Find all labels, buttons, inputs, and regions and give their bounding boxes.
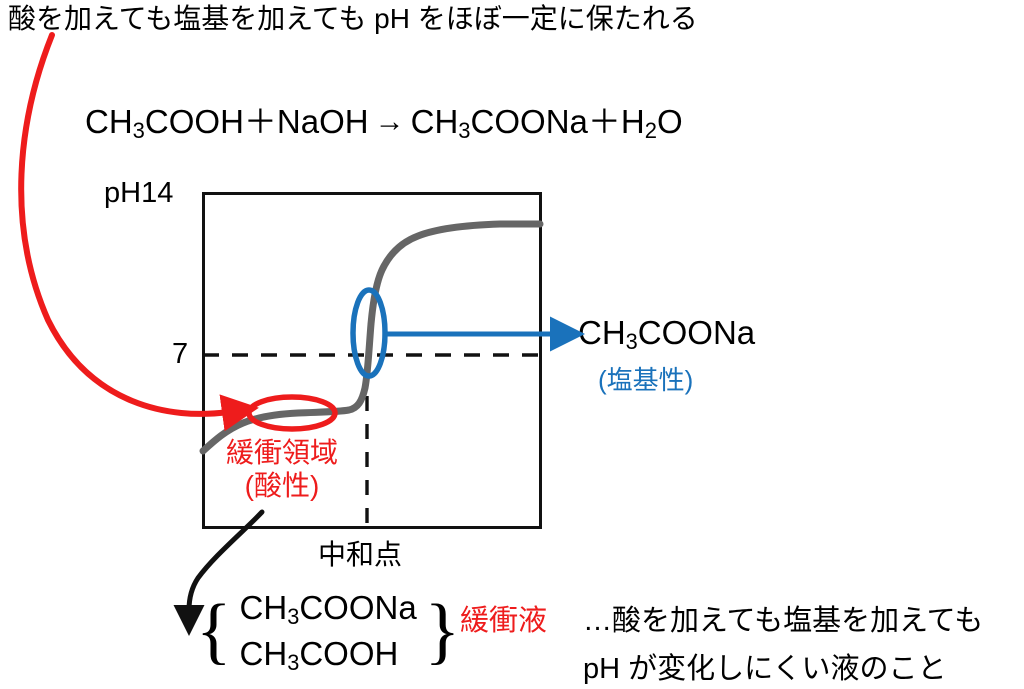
chemical-equation: CH3COOH＋NaOH→CH3COONa＋H2O <box>85 103 683 145</box>
equation-reactant-2: NaOH <box>276 103 369 140</box>
buffer-definition-line1: …酸を加えても塩基を加えても <box>583 605 984 637</box>
buffer-component-2-rest: COOH <box>299 635 399 672</box>
buffer-region-annotation: 緩衝領域 (酸性) <box>226 436 338 502</box>
equation-product-2-subscript: 2 <box>644 118 657 143</box>
equation-product-1-rest: COONa <box>470 103 588 140</box>
buffer-component-2-prefix: CH <box>239 635 288 672</box>
buffer-component-1-prefix: CH <box>239 589 288 626</box>
top-note-pointer-arrow <box>18 32 259 432</box>
buffer-component-2: CH3COOH <box>240 633 417 679</box>
equation-reactant-1-subscript: 3 <box>132 118 145 143</box>
brace-close-icon: } <box>424 589 461 672</box>
x-axis-equivalence-label: 中和点 <box>318 539 403 570</box>
brace-open-icon: { <box>196 589 232 672</box>
product-label: CH3COONa <box>578 314 756 354</box>
buffer-region-ellipse <box>246 394 338 432</box>
product-nature-label: (塩基性) <box>598 365 694 395</box>
equation-reactant-1: CH <box>85 103 133 140</box>
buffer-component-2-subscript: 3 <box>287 649 300 675</box>
y-axis-neutral-label: 7 <box>172 338 189 370</box>
buffer-definition-line2: pH が変化しにくい液のこと <box>583 653 947 685</box>
buffer-component-1-rest: COONa <box>299 589 417 626</box>
equation-reactant-1-rest: COOH <box>144 103 244 140</box>
product-label-prefix: CH <box>578 314 626 351</box>
buffer-region-annotation-line1: 緩衝領域 <box>226 437 339 468</box>
product-label-subscript: 3 <box>625 328 638 354</box>
equation-product-1: CH <box>410 103 459 140</box>
equation-product-2-rest: O <box>656 103 683 140</box>
buffer-term-label: 緩衝液 <box>460 605 548 637</box>
equation-plus-1: ＋ <box>243 103 277 140</box>
top-note-text: 酸を加えても塩基を加えても pH をほぼ一定に保たれる <box>8 3 698 34</box>
buffer-region-annotation-line2: (酸性) <box>244 470 320 501</box>
equation-product-1-subscript: 3 <box>458 118 471 143</box>
equation-plus-2: ＋ <box>587 103 621 140</box>
equivalence-point-ellipse <box>350 287 388 379</box>
reaction-arrow-icon: → <box>374 105 405 138</box>
product-label-rest: COONa <box>637 314 756 351</box>
buffer-component-1-subscript: 3 <box>287 603 300 629</box>
buffer-component-1: CH3COONa <box>240 587 417 633</box>
y-axis-top-label: pH14 <box>104 177 174 209</box>
equation-product-2: H <box>620 103 645 140</box>
titration-curve <box>199 220 544 455</box>
